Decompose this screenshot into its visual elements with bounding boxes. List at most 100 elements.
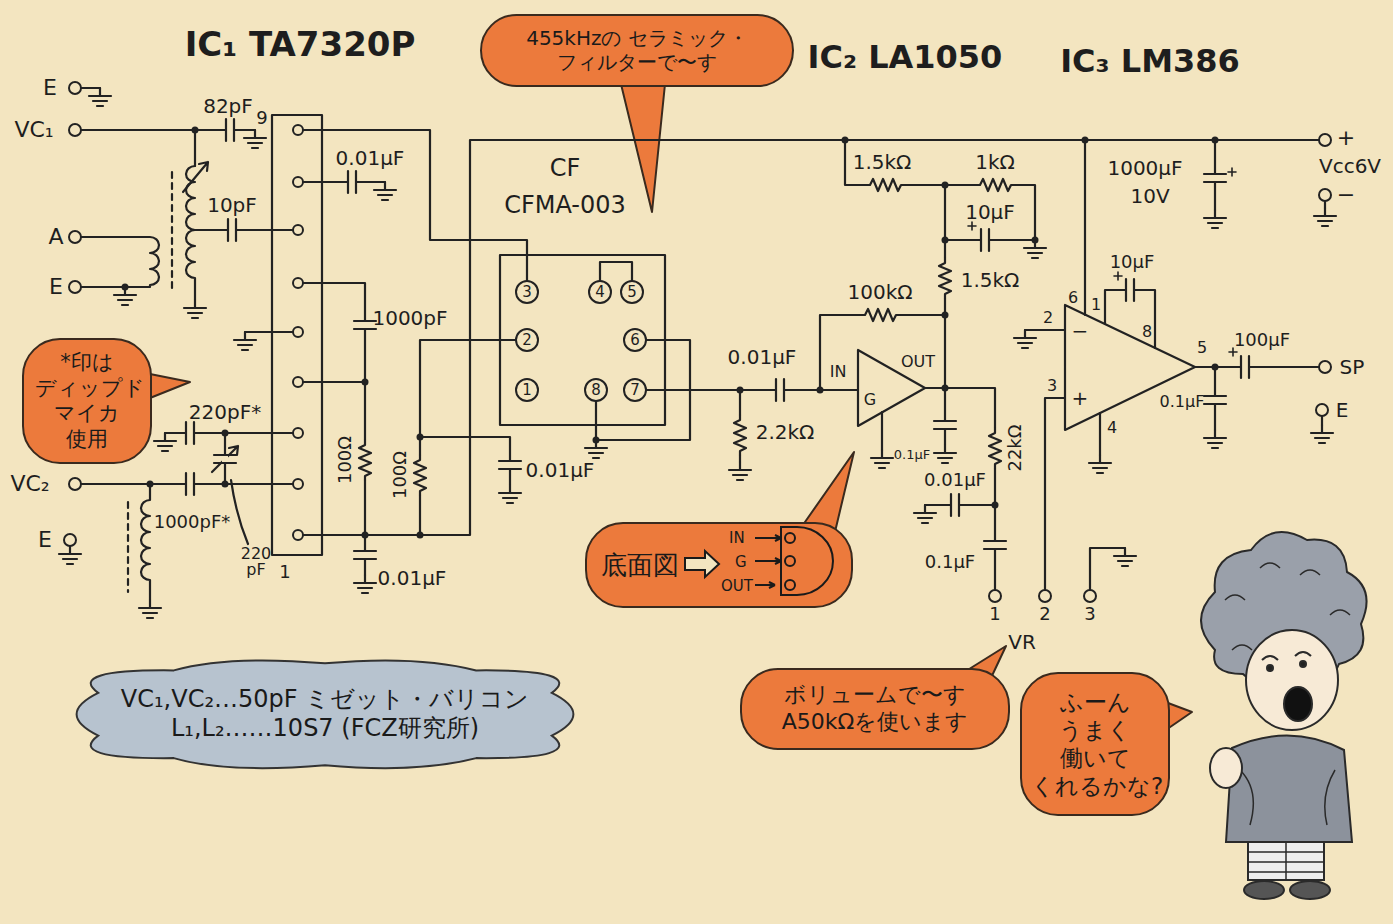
callout-text: *印は ディップド マイカ 使用 <box>35 350 139 452</box>
capacitor-symbol <box>499 461 521 469</box>
wire <box>298 140 1319 535</box>
component-label: 10μF <box>1110 252 1155 272</box>
ground-symbol <box>374 182 396 200</box>
capacitor-symbol <box>186 119 1249 559</box>
character-illustration <box>1226 735 1352 842</box>
note-cloud: VC₁,VC₂…50pF ミゼット・バリコンL₁,L₂……10S7 (FCZ研究… <box>55 655 595 774</box>
capacitor-symbol <box>776 379 784 401</box>
ground-symbol <box>499 485 521 503</box>
junction-dot <box>737 387 744 394</box>
component-label: 1000μF <box>1107 157 1182 179</box>
pinout-drawing <box>785 580 795 590</box>
terminal <box>69 231 81 243</box>
callout-text: ふーん うまく 働いて くれるかな? <box>1031 688 1159 800</box>
wire <box>1025 329 1065 331</box>
ground-symbol <box>1204 210 1226 228</box>
component-label: E <box>1336 399 1349 421</box>
junction-dot <box>842 137 849 144</box>
pin-name: IN <box>729 529 745 547</box>
character-illustration <box>1284 687 1312 721</box>
resistor-symbol <box>939 258 951 298</box>
ground-symbol <box>1314 208 1336 226</box>
terminal <box>69 478 81 490</box>
wire <box>171 172 173 292</box>
ic-title: IC₂ LA1050 <box>808 40 1003 75</box>
filter-pin <box>585 379 607 401</box>
component-label: 2 <box>1043 309 1053 327</box>
filter-pin <box>516 379 538 401</box>
capacitor-symbol <box>348 171 356 193</box>
component-label: 0.01μF <box>378 567 447 589</box>
ic-pin <box>293 377 303 387</box>
component-label: IN <box>830 363 847 381</box>
component-label: 1 <box>522 382 532 399</box>
resistor-symbol <box>860 309 900 321</box>
component-label: 5 <box>627 284 637 301</box>
component-label: 10μF <box>965 201 1015 223</box>
component-label: VC₁ <box>14 118 53 142</box>
wire <box>420 437 510 485</box>
component-label: E <box>38 528 52 552</box>
component-label: 1.5kΩ <box>853 151 912 173</box>
junction-dot <box>192 127 199 134</box>
ground-symbol <box>89 88 111 106</box>
component-label: 220pF* <box>189 401 261 423</box>
junction-dot <box>817 387 824 394</box>
pinout-drawing <box>781 527 833 595</box>
terminal <box>989 590 1001 602</box>
component-label: CF <box>550 155 581 181</box>
capacitor-symbol <box>1126 279 1134 301</box>
wire <box>881 412 883 450</box>
component-label: 3 <box>522 284 532 301</box>
component-label: + <box>1337 126 1355 150</box>
terminal <box>1319 361 1331 373</box>
resistor-symbol <box>865 179 905 191</box>
ic-pin <box>293 428 303 438</box>
component-label: 220 pF <box>238 546 274 578</box>
wire <box>500 255 665 425</box>
pin-name: G <box>735 553 747 571</box>
junction-dot <box>362 379 369 386</box>
wire <box>81 237 159 287</box>
callout-tail <box>620 80 665 212</box>
junction-dot <box>147 481 154 488</box>
component-label: 9 <box>256 108 267 128</box>
wire <box>231 480 248 544</box>
component-label: 2.2kΩ <box>756 421 815 443</box>
component-label: 0.1μF <box>925 552 975 572</box>
terminal <box>69 281 81 293</box>
ground-symbol <box>871 450 893 468</box>
component-label: 1kΩ <box>975 151 1015 173</box>
wire <box>298 382 365 440</box>
component-label: 0.01μF <box>526 459 595 481</box>
capacitor-symbol <box>214 455 236 463</box>
wire <box>1065 305 1195 430</box>
component-label: 2 <box>522 332 532 349</box>
capacitor-symbol <box>1241 356 1249 378</box>
wire <box>845 140 1035 240</box>
callout-text: ボリュームで〜す A50kΩを使います <box>752 682 998 736</box>
wire <box>81 87 100 89</box>
ground-symbol <box>1204 430 1226 448</box>
component-label: 3 <box>1084 604 1095 624</box>
filter-pin <box>516 329 538 351</box>
capacitor-symbol <box>951 494 959 516</box>
junction-dot <box>942 385 949 392</box>
component-label: VC₂ <box>10 472 49 496</box>
ground-symbol <box>59 88 1336 618</box>
ground-symbol <box>354 575 376 593</box>
component-label: 2 <box>1039 604 1050 624</box>
character-illustration <box>1210 748 1242 788</box>
junction-dot <box>942 182 949 189</box>
component-label: 8 <box>591 382 601 399</box>
character-illustration <box>1267 665 1273 671</box>
wire <box>298 130 527 281</box>
component-label: 1000pF* <box>154 512 231 532</box>
wire <box>600 262 632 281</box>
wire <box>968 168 1237 356</box>
wire <box>194 130 196 166</box>
component-label: Vcc6V <box>1319 155 1381 177</box>
wire <box>183 162 208 192</box>
